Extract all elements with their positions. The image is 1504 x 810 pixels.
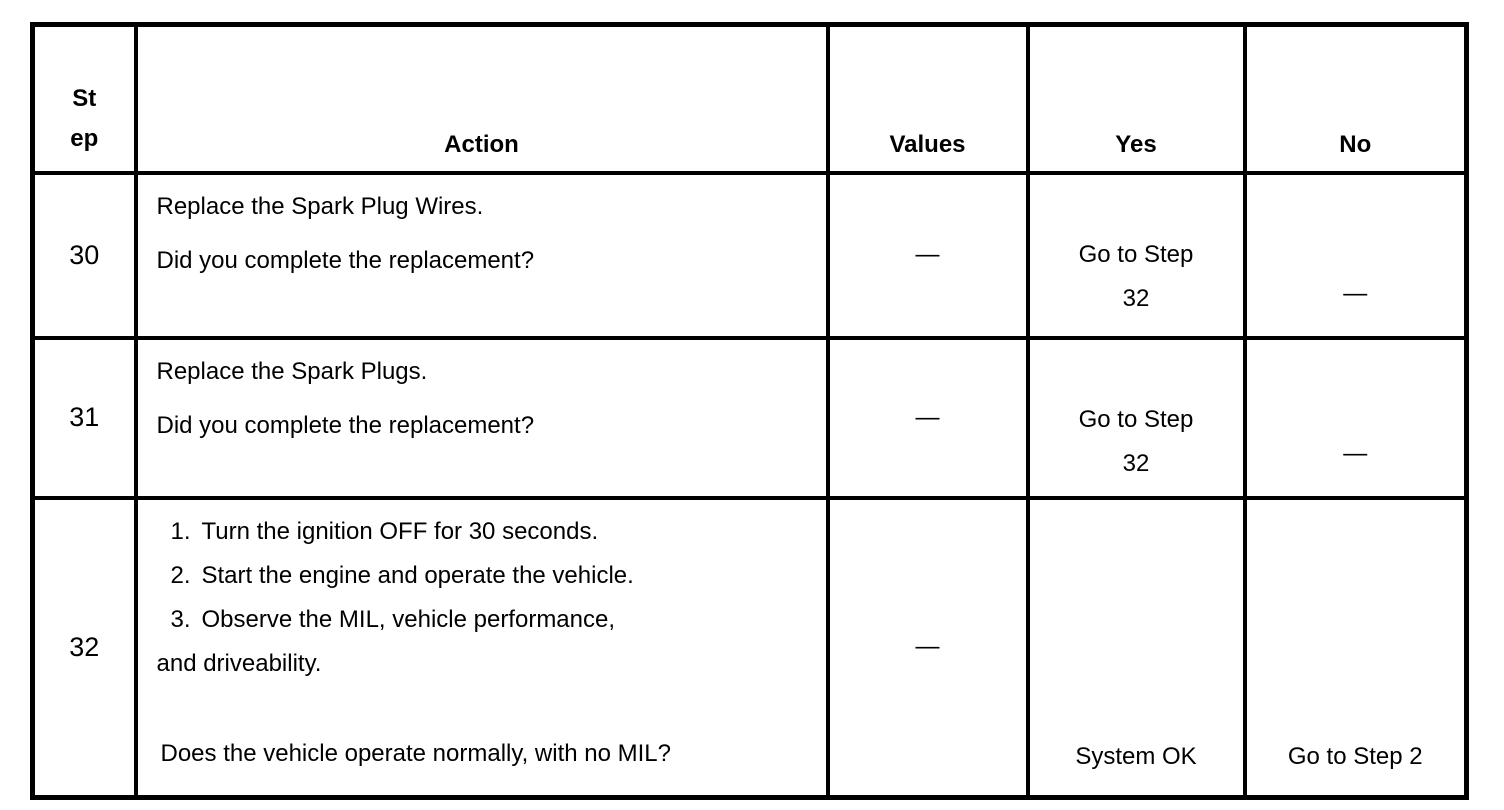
header-cell-no: No: [1242, 22, 1469, 175]
table-row-step-32: 32 1. Turn the ignition OFF for 30 second…: [30, 495, 1469, 800]
header-step-line1: St: [72, 84, 97, 112]
header-cell-values: Values: [825, 22, 1030, 175]
list-text: Turn the ignition OFF for 30 seconds.: [201, 517, 599, 545]
yes-line1: Go to Step: [1078, 405, 1194, 433]
values-cell: —: [825, 335, 1030, 500]
action-cell: Replace the Spark Plug Wires. Did you co…: [133, 170, 830, 340]
action-question: Does the vehicle operate normally, with …: [160, 739, 671, 767]
step-number: 30: [30, 170, 138, 340]
list-number: 2.: [170, 561, 191, 589]
header-cell-yes: Yes: [1025, 22, 1247, 175]
list-number: 1.: [170, 517, 191, 545]
table-row-step-31: 31 Replace the Spark Plugs. Did you comp…: [30, 335, 1469, 500]
action-list-item-1: 1. Turn the ignition OFF for 30 seconds.: [157, 510, 814, 554]
step-number: 31: [30, 335, 138, 500]
list-text: Start the engine and operate the vehicle…: [201, 561, 634, 589]
action-list-wrap-line: and driveability.: [156, 649, 322, 677]
yes-line1: Go to Step: [1078, 240, 1194, 268]
action-cell: Replace the Spark Plugs. Did you complet…: [133, 335, 830, 500]
action-cell: 1.Turn the ignition OFF for 30 seconds. …: [133, 495, 830, 800]
values-cell: —: [825, 495, 1030, 800]
no-cell: —: [1242, 170, 1469, 340]
yes-line2: 32: [1122, 284, 1150, 312]
list-text: Observe the MIL, vehicle performance,: [201, 605, 616, 633]
header-step-line2: ep: [70, 124, 99, 152]
values-cell: —: [825, 170, 1030, 340]
header-cell-action: Action: [133, 22, 830, 175]
yes-cell: Go to Step 32: [1025, 170, 1247, 340]
action-list-item-3: 3. Observe the MIL, vehicle performance,: [157, 598, 814, 642]
no-cell: —: [1242, 335, 1469, 500]
header-cell-step: St ep: [30, 22, 138, 175]
action-instruction: Replace the Spark Plug Wires.: [156, 192, 484, 220]
action-question: Did you complete the replacement?: [156, 411, 535, 439]
table-header-row: St ep Action Values Yes No: [30, 22, 1469, 175]
step-number: 32: [30, 495, 138, 800]
list-number: 3.: [170, 605, 191, 633]
yes-line2: 32: [1122, 449, 1150, 477]
yes-cell: System OK: [1025, 495, 1247, 800]
no-cell: Go to Step 2: [1242, 495, 1469, 800]
action-list-item-2: 2. Start the engine and operate the vehic…: [157, 554, 814, 598]
action-instruction: Replace the Spark Plugs.: [156, 357, 428, 385]
yes-cell: Go to Step 32: [1025, 335, 1247, 500]
table-row-step-30: 30 Replace the Spark Plug Wires. Did you…: [30, 170, 1469, 340]
diagnostic-table: St ep Action Values Yes No 30 Replace th…: [30, 22, 1469, 800]
action-question: Did you complete the replacement?: [156, 246, 535, 274]
